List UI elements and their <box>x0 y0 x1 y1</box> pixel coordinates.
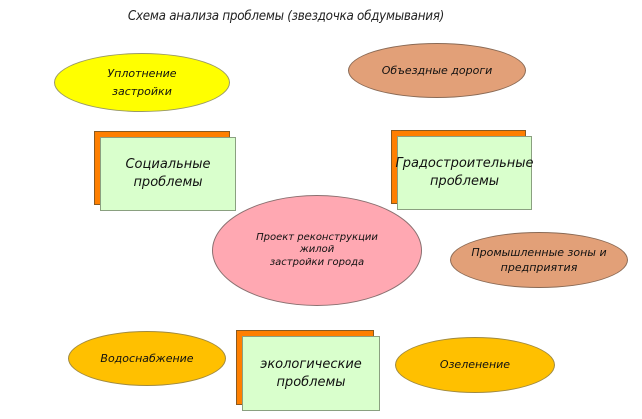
box-ecological: экологические проблемы <box>236 330 380 411</box>
diagram-title: Схема анализа проблемы (звездочка обдумы… <box>127 9 445 24</box>
box-social: Социальные проблемы <box>94 131 236 211</box>
node-water: Водоснабжение <box>68 331 226 386</box>
node-ecological: экологические проблемы <box>242 336 380 411</box>
node-industrial: Промышленные зоны и предприятия <box>450 232 628 288</box>
node-bypass-roads: Объездные дороги <box>348 43 526 98</box>
node-center: Проект реконструкции жилой застройки гор… <box>212 195 422 306</box>
node-greening: Озеленение <box>395 337 555 393</box>
node-urban: Градостроительные проблемы <box>395 136 534 210</box>
node-compaction: Уплотнение застройки <box>54 53 230 112</box>
box-urban: Градостроительные проблемы <box>391 130 534 210</box>
node-social: Социальные проблемы <box>100 137 236 211</box>
